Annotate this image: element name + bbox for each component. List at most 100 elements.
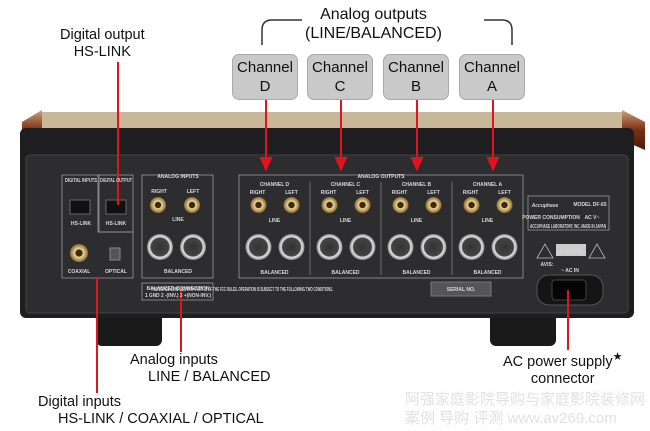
hs-link-label: HS-LINK (71, 221, 92, 227)
left-label: LEFT (356, 190, 369, 196)
line-label: LINE (172, 217, 184, 223)
optical-label: OPTICAL (105, 269, 127, 275)
optical-input-port[interactable] (109, 247, 121, 261)
xlr-output-left[interactable] (349, 234, 376, 260)
power-consumption-label: POWER CONSUMPTION (522, 215, 580, 221)
digital-inputs-sublabel: HS-LINK / COAXIAL / OPTICAL (58, 411, 264, 427)
ac-in-label: ~ AC IN (561, 268, 579, 274)
rca-output-left[interactable] (354, 197, 371, 213)
foot-left (96, 312, 162, 346)
right-label: RIGHT (321, 190, 337, 196)
warning-triangle-icon (536, 243, 554, 259)
caution-text: CAUTION (560, 249, 583, 255)
rca-output-right[interactable] (463, 197, 480, 213)
analog-outputs-bracket (261, 19, 513, 45)
channel-letter: D (259, 78, 271, 95)
xlr-output-right[interactable] (245, 234, 272, 260)
digital-output-label: Digital output (60, 27, 145, 43)
rca-output-left[interactable] (283, 197, 300, 213)
analog-input-left-rca[interactable] (184, 197, 200, 213)
digital-output-callout: Digital output HS-LINK (60, 27, 145, 61)
xlr-output-left[interactable] (278, 234, 305, 260)
channel-word: Channel (312, 59, 368, 76)
digital-inputs-label: Digital inputs (38, 394, 122, 410)
top-cover (24, 112, 640, 132)
rca-output-right[interactable] (321, 197, 338, 213)
foot-right (490, 312, 556, 346)
hs-link-output-port[interactable] (105, 199, 127, 215)
channel-panel-label: CHANNEL D (260, 182, 290, 188)
left-label: LEFT (187, 189, 200, 195)
analog-input-right-xlr[interactable] (147, 234, 173, 260)
coaxial-label: COAXIAL (68, 269, 91, 275)
serial-label: SERIAL NO. (447, 287, 476, 293)
model-label: MODEL DF-65 (573, 202, 606, 208)
line-label: LINE (269, 218, 281, 224)
analog-input-right-rca[interactable] (150, 197, 166, 213)
watermark-line2: 案例 导购 评测 www.av269.com (405, 410, 617, 427)
digital-output-sublabel: HS-LINK (73, 44, 131, 60)
channel-panel-label: CHANNEL C (331, 182, 361, 188)
xlr-output-right[interactable] (458, 234, 485, 260)
right-label: RIGHT (250, 190, 266, 196)
channel-word: Channel (237, 59, 293, 76)
right-label: RIGHT (463, 190, 479, 196)
coaxial-input-jack[interactable] (70, 244, 88, 262)
analog-outputs-title: Analog outputs (320, 6, 427, 23)
panel-outlines (61, 174, 610, 301)
channel-panel-label: CHANNEL A (473, 182, 503, 188)
caution-label (556, 244, 586, 256)
line-label: LINE (411, 218, 423, 224)
serial-plate (430, 281, 492, 297)
channel-letter: C (334, 78, 346, 95)
digital-output-panel-label: DIGITAL OUTPUT (100, 178, 132, 184)
xlr-output-left[interactable] (420, 234, 447, 260)
ac-power-callout: AC power supply★ connector (503, 349, 622, 388)
analog-outputs-subtitle: (LINE/BALANCED) (305, 25, 442, 42)
balanced-label: BALANCED (164, 269, 192, 275)
arrow-down-icon (334, 157, 348, 172)
brand-logo: Accuphase (531, 203, 559, 209)
analog-input-left-xlr[interactable] (180, 234, 206, 260)
rca-output-right[interactable] (250, 197, 267, 213)
back-panel (25, 154, 629, 314)
xlr-output-left[interactable] (491, 234, 518, 260)
analog-inputs-sublabel: LINE / BALANCED (148, 369, 271, 385)
channel-word: Channel (464, 59, 520, 76)
analog-outputs-panel-label: ANALOG OUTPUTS (358, 174, 406, 180)
exclamation-triangle-icon (588, 243, 606, 259)
rca-output-right[interactable] (392, 197, 409, 213)
digital-inputs-panel-label: DIGITAL INPUTS (65, 178, 98, 184)
channel-panel-label: CHANNEL B (402, 182, 432, 188)
left-label: LEFT (285, 190, 298, 196)
left-label: LEFT (498, 190, 511, 196)
right-label: RIGHT (151, 189, 167, 195)
fcc-notice: THIS DEVICE COMPLIES WITH PART 15 OF THE… (151, 287, 333, 293)
balanced-label: BALANCED (260, 270, 288, 276)
line-label: LINE (482, 218, 494, 224)
analog-inputs-panel-label: ANALOG INPUTS (157, 174, 199, 180)
channel-letter: B (410, 78, 421, 95)
balanced-label: BALANCED (331, 270, 359, 276)
analog-outputs-callout: Analog outputs (LINE/BALANCED) (305, 5, 442, 43)
xlr-output-right[interactable] (316, 234, 343, 260)
xlr-output-right[interactable] (387, 234, 414, 260)
ac-power-label: AC power supply (503, 353, 613, 370)
balanced-connection-label: BALANCED CONNECTION (146, 286, 209, 292)
hs-link-input-port[interactable] (69, 199, 91, 215)
balanced-label: BALANCED (473, 270, 501, 276)
avis-label: AVIS: (541, 262, 554, 268)
channel-letter: A (486, 78, 497, 95)
channel-word: Channel (388, 59, 444, 76)
digital-inputs-callout: Digital inputs HS-LINK / COAXIAL / OPTIC… (38, 394, 264, 428)
rca-output-left[interactable] (425, 197, 442, 213)
rca-output-left[interactable] (496, 197, 513, 213)
watermark-line1: 阿强家庭影院导购与家庭影院装修网 (405, 391, 646, 408)
right-label: RIGHT (392, 190, 408, 196)
hs-link-label: HS-LINK (106, 221, 127, 227)
ac-power-sublabel: connector (530, 370, 595, 387)
line-label: LINE (340, 218, 352, 224)
